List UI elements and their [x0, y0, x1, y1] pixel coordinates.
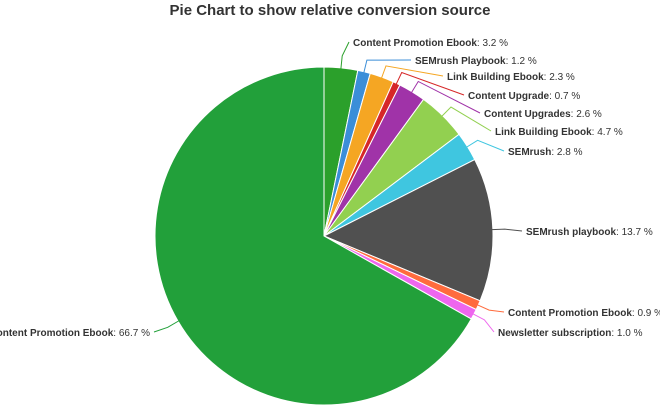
slice-label: SEMrush Playbook: 1.2 %: [415, 56, 537, 67]
slice-label-separator: :: [549, 91, 555, 102]
slice-labels: Content Promotion Ebook: 3.2 % SEMrush Pl…: [0, 38, 660, 339]
label-connector: [153, 318, 182, 333]
slice-label-name: Link Building Ebook: [447, 72, 544, 83]
label-connector: [409, 80, 481, 114]
slice-label-value: 13.7 %: [622, 227, 653, 238]
slice-label: Content Promotion Ebook: 66.7 %: [0, 328, 150, 339]
slice-label-separator: :: [506, 56, 512, 67]
slice-label-value: 2.8 %: [557, 147, 583, 158]
label-connector: [439, 106, 492, 132]
pie-slices: [154, 66, 494, 406]
slice-label-separator: :: [551, 147, 557, 158]
slice-label-name: Link Building Ebook: [495, 127, 592, 138]
slice-label-separator: :: [592, 127, 598, 138]
slice-label: Content Promotion Ebook: 0.9 %: [508, 308, 660, 319]
chart-title: Pie Chart to show relative conversion so…: [170, 2, 491, 19]
slice-label-value: 0.7 %: [555, 91, 581, 102]
slice-label-name: Newsletter subscription: [498, 328, 611, 339]
slice-label-name: Content Promotion Ebook: [353, 38, 477, 49]
slice-label-separator: :: [632, 308, 638, 319]
slice-label-value: 0.9 %: [637, 308, 660, 319]
slice-label-name: SEMrush: [508, 147, 551, 158]
slice-label-separator: :: [611, 328, 617, 339]
label-connector: [380, 65, 444, 82]
slice-label: SEMrush: 2.8 %: [508, 147, 583, 158]
slice-label-separator: :: [616, 227, 622, 238]
slice-label-separator: :: [113, 328, 119, 339]
slice-label-value: 1.0 %: [617, 328, 643, 339]
label-connector: [488, 228, 523, 232]
slice-label-value: 4.7 %: [597, 127, 623, 138]
slice-label-name: Content Promotion Ebook: [0, 328, 114, 339]
slice-label-name: SEMrush Playbook: [415, 56, 506, 67]
slice-label: SEMrush playbook: 13.7 %: [526, 227, 653, 238]
slice-label-value: 2.3 %: [549, 72, 575, 83]
slice-label: Link Building Ebook: 2.3 %: [447, 72, 575, 83]
slice-label-value: 66.7 %: [119, 328, 150, 339]
label-connector: [463, 139, 505, 152]
slice-label-name: Content Promotion Ebook: [508, 308, 632, 319]
slice-label: Link Building Ebook: 4.7 %: [495, 127, 623, 138]
slice-label-separator: :: [544, 72, 550, 83]
slice-label-name: Content Upgrade: [468, 91, 550, 102]
slice-label-value: 3.2 %: [482, 38, 508, 49]
label-connector: [340, 41, 350, 72]
label-connector: [362, 59, 412, 76]
slice-label-value: 2.6 %: [576, 109, 602, 120]
slice-label-name: SEMrush playbook: [526, 227, 616, 238]
label-connector: [474, 303, 505, 313]
slice-label: Content Upgrades: 2.6 %: [484, 109, 602, 120]
slice-label-separator: :: [477, 38, 483, 49]
slice-label: Content Upgrade: 0.7 %: [468, 91, 580, 102]
slice-label-separator: :: [571, 109, 577, 120]
label-connectors: [153, 41, 523, 333]
label-connector: [394, 71, 465, 96]
slice-label: Newsletter subscription: 1.0 %: [498, 328, 643, 339]
slice-label: Content Promotion Ebook: 3.2 %: [353, 38, 508, 49]
slice-label-name: Content Upgrades: [484, 109, 571, 120]
label-connector: [469, 311, 495, 333]
slice-label-value: 1.2 %: [511, 56, 537, 67]
